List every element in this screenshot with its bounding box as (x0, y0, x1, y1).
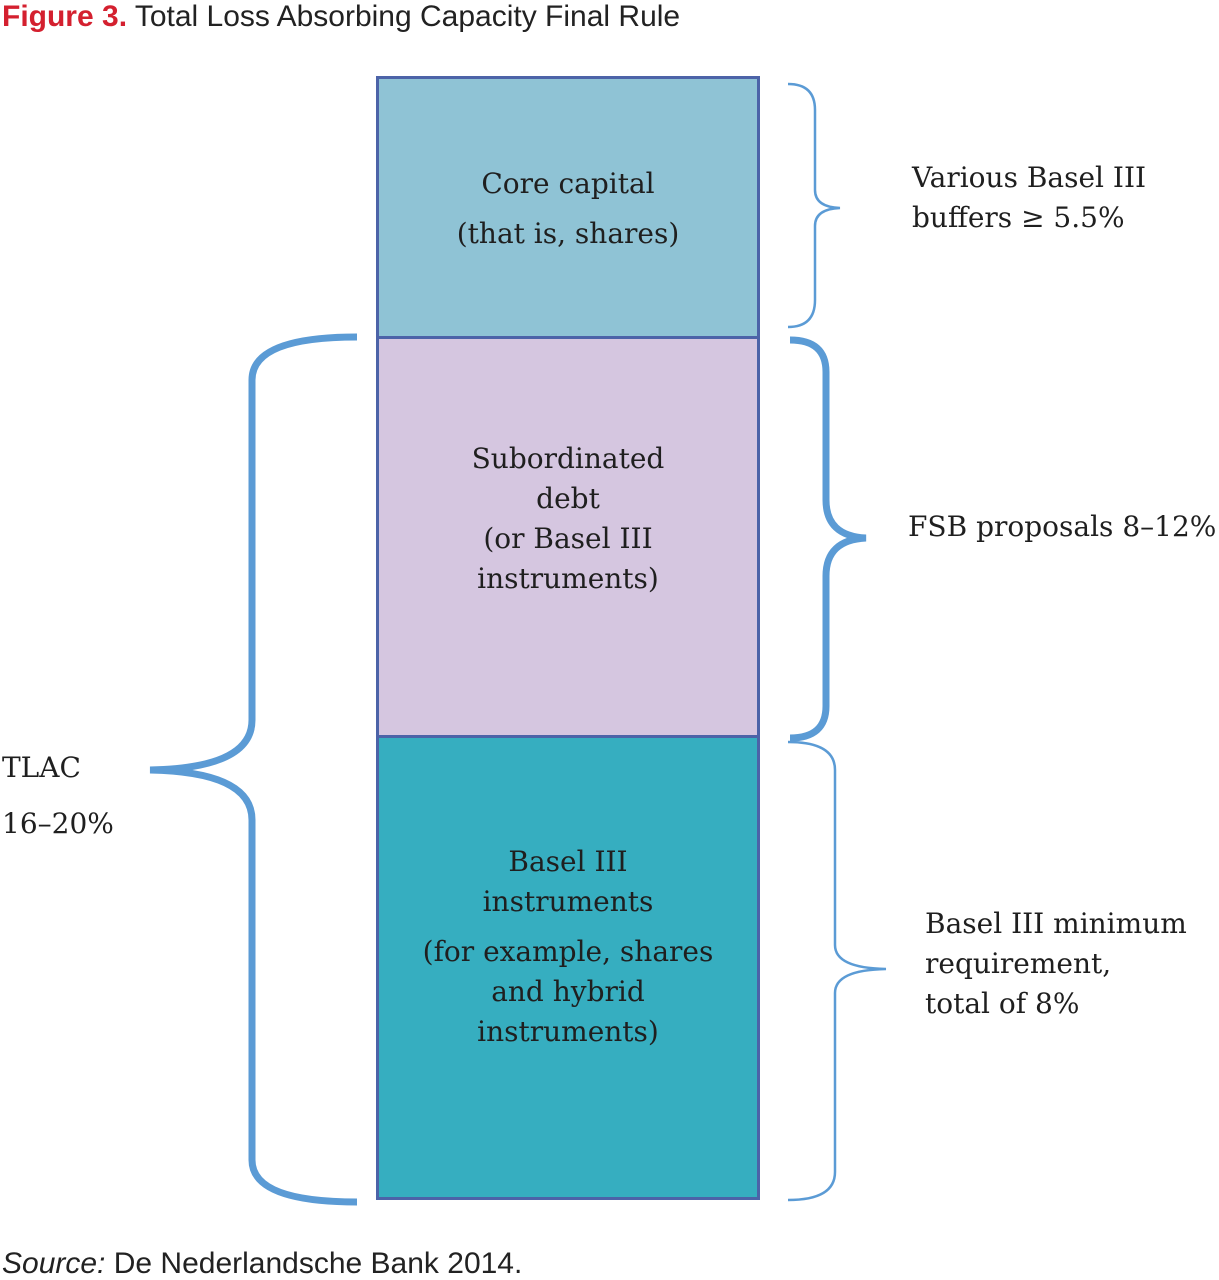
core-capital-line-1: Core capital (481, 167, 655, 200)
tlac-line-1: TLAC (2, 751, 81, 784)
basel-instruments-block: Basel III instruments (for example, shar… (376, 735, 760, 1200)
basel-instruments-line-5: instruments) (477, 1015, 659, 1048)
core-capital-block: Core capital (that is, shares) (376, 76, 760, 339)
source-note: Source: De Nederlandsche Bank 2014. (2, 1246, 522, 1280)
figure-title-text: Total Loss Absorbing Capacity Final Rule (134, 0, 681, 33)
figure-title: Figure 3. Total Loss Absorbing Capacity … (2, 0, 680, 34)
subordinated-debt-line-4: instruments) (477, 562, 659, 595)
various-buffers-line-1: Various Basel III (912, 161, 1147, 194)
source-text: De Nederlandsche Bank 2014. (105, 1247, 523, 1280)
tlac-line-2: 16–20% (2, 807, 114, 840)
subordinated-debt-block: Subordinated debt (or Basel III instrume… (376, 336, 760, 738)
basel-instruments-line-2: instruments (482, 885, 654, 918)
basel-minimum-line-1: Basel III minimum (925, 907, 1187, 940)
various-buffers-label: Various Basel III buffers ≥ 5.5% (912, 158, 1146, 238)
source-label: Source: (2, 1247, 106, 1280)
basel-minimum-line-2: requirement, (925, 947, 1112, 980)
basel-minimum-line-3: total of 8% (925, 987, 1080, 1020)
subordinated-debt-line-2: debt (536, 482, 600, 515)
subordinated-debt-line-1: Subordinated (471, 442, 665, 475)
brace-fsb-proposals (789, 336, 867, 742)
brace-basel-minimum (787, 740, 887, 1202)
fsb-proposals-label: FSB proposals 8–12% (908, 507, 1216, 547)
various-buffers-line-2: buffers ≥ 5.5% (912, 201, 1125, 234)
core-capital-line-2: (that is, shares) (456, 217, 680, 250)
basel-instruments-line-1: Basel III (508, 845, 628, 878)
tlac-label: TLAC 16–20% (2, 740, 114, 852)
basel-instruments-line-4: and hybrid (491, 975, 645, 1008)
figure-number: Figure 3. (2, 0, 128, 33)
brace-various-buffers (787, 82, 841, 329)
basel-minimum-label: Basel III minimum requirement, total of … (925, 904, 1187, 1024)
fsb-proposals-text: FSB proposals 8–12% (908, 510, 1217, 543)
subordinated-debt-line-3: (or Basel III (483, 522, 653, 555)
brace-tlac (149, 333, 358, 1206)
basel-instruments-line-3: (for example, shares (422, 935, 714, 968)
